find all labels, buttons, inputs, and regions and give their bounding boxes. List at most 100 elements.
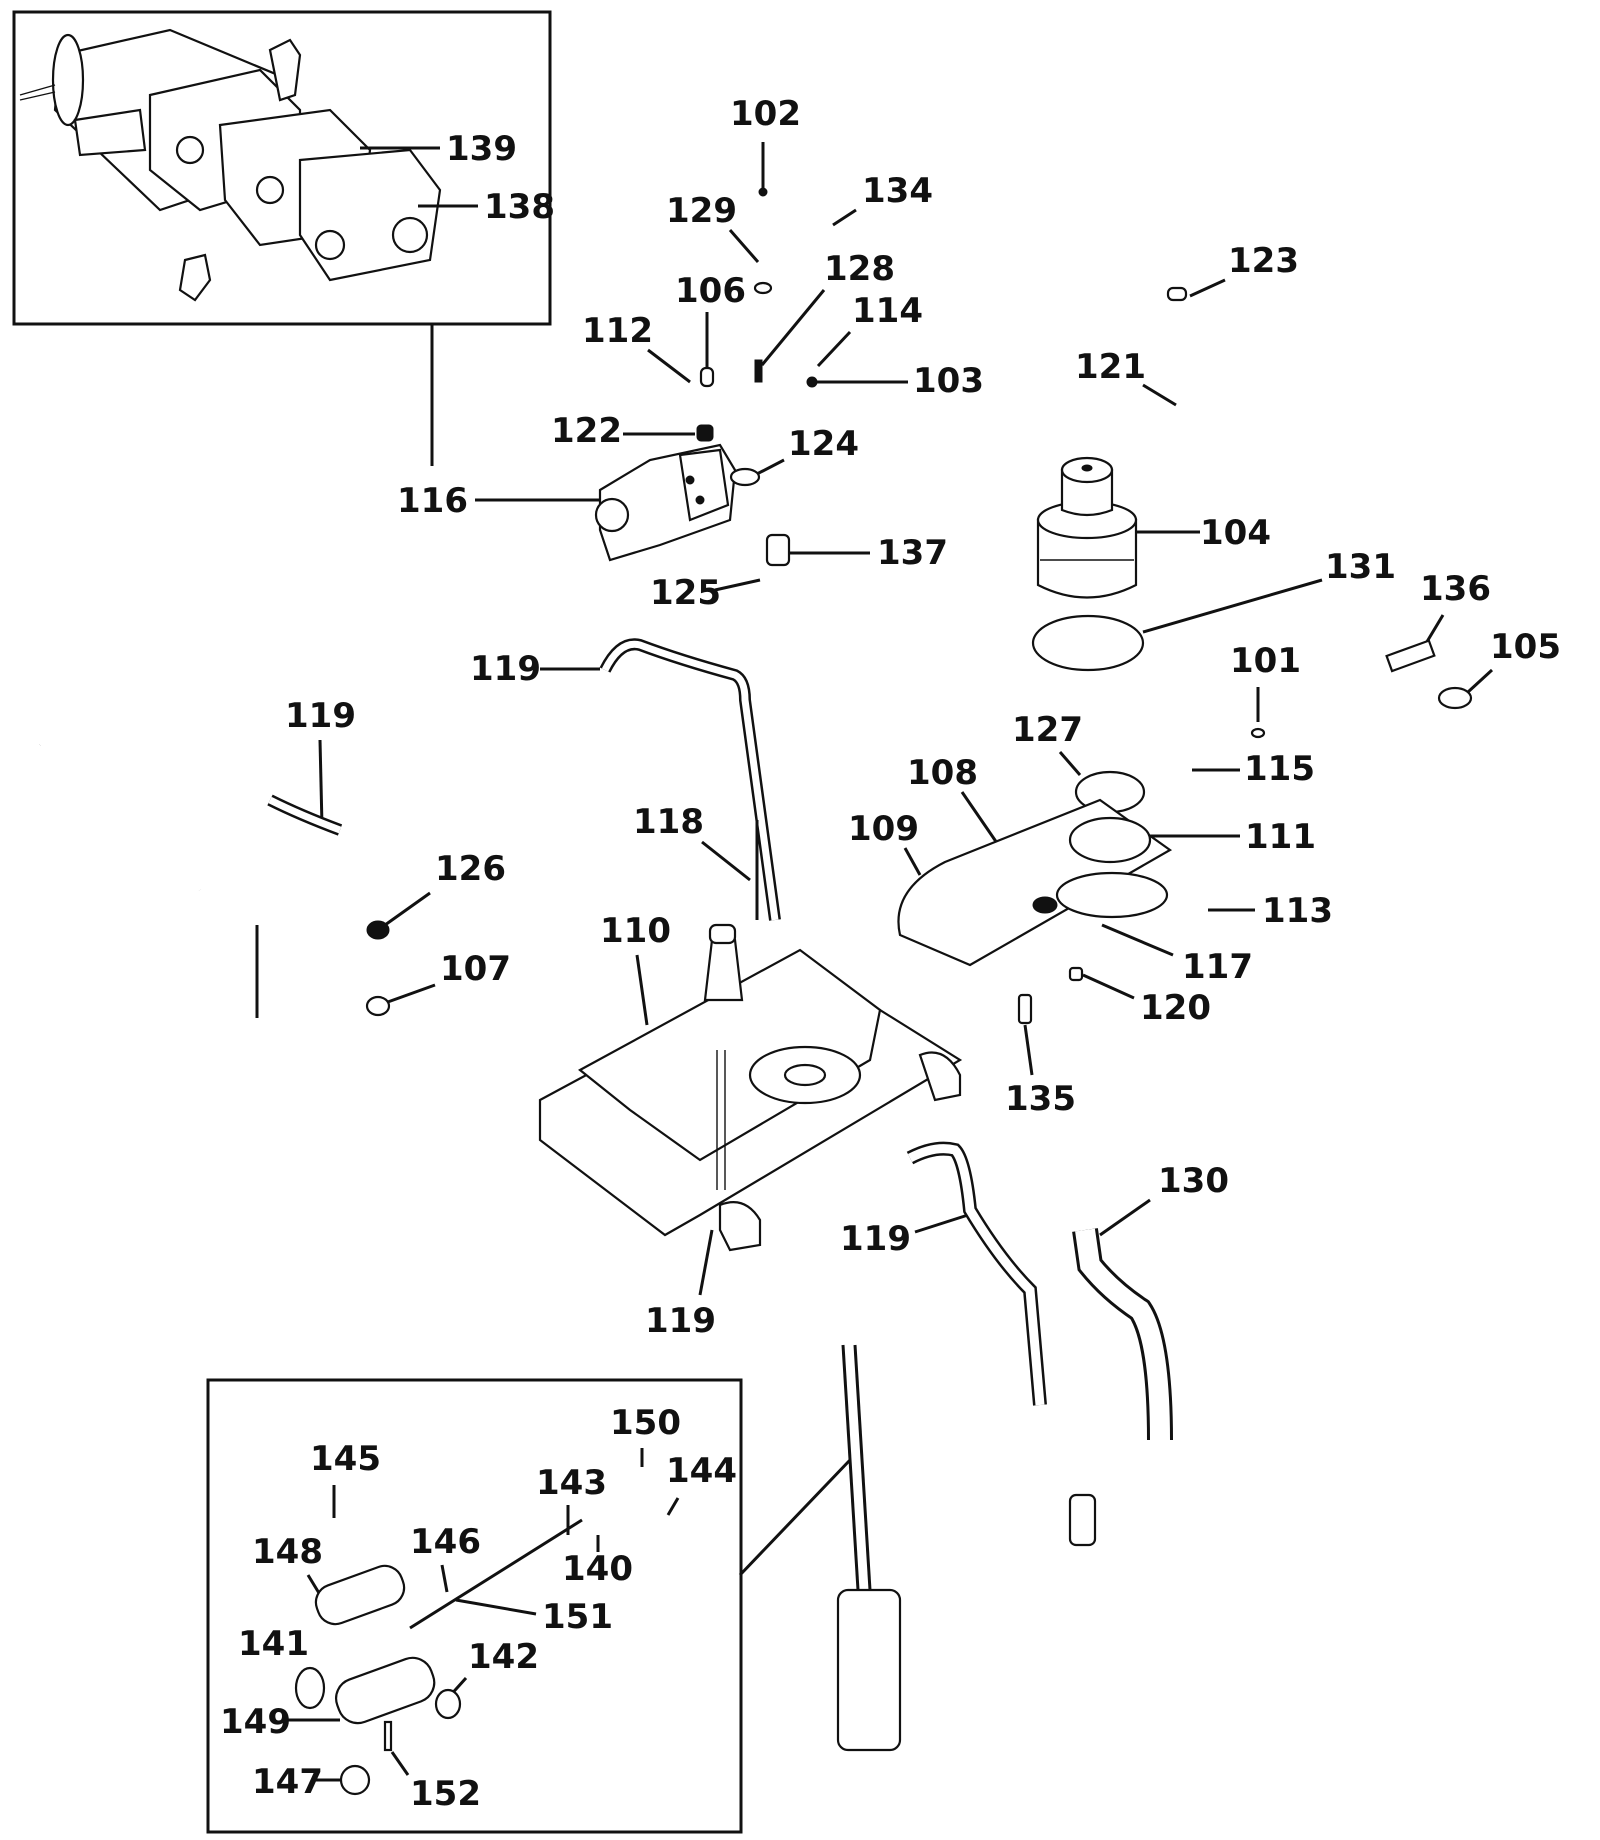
callout-120: 120 <box>1140 988 1211 1028</box>
callout-104: 104 <box>1200 513 1271 553</box>
callout-143: 143 <box>536 1463 607 1503</box>
callout-142: 142 <box>468 1637 539 1677</box>
callout-129: 129 <box>666 191 737 231</box>
rod-143 <box>409 1518 583 1630</box>
leader-126 <box>384 891 431 927</box>
leader-125 <box>714 578 761 592</box>
leader-117 <box>1101 923 1174 957</box>
callout-150: 150 <box>610 1403 681 1443</box>
leader-123 <box>1189 278 1226 298</box>
leader-119-d <box>698 1229 714 1296</box>
callout-141: 141 <box>238 1624 309 1664</box>
leader-152 <box>390 1751 410 1776</box>
callout-126: 126 <box>435 849 506 889</box>
grommet-126 <box>366 920 390 940</box>
pump-assembly-detail <box>19 28 442 302</box>
part-106 <box>699 366 715 388</box>
washer-101 <box>1250 727 1266 739</box>
leader-110 <box>635 954 649 1026</box>
callout-152: 152 <box>410 1774 481 1814</box>
callout-122: 122 <box>551 411 622 451</box>
leader-135 <box>1023 1024 1034 1076</box>
pin-152 <box>383 1720 393 1752</box>
leader-127 <box>1058 751 1082 776</box>
callout-102: 102 <box>730 94 801 134</box>
valve-part <box>1068 1493 1097 1547</box>
o-ring-141 <box>294 1666 326 1710</box>
callout-101: 101 <box>1230 641 1301 681</box>
leader-119-b <box>318 739 324 827</box>
leader-131 <box>1142 578 1323 634</box>
callout-130: 130 <box>1158 1161 1229 1201</box>
ring-105 <box>1437 686 1473 710</box>
callout-119-d: 119 <box>645 1301 716 1341</box>
callout-137: 137 <box>877 533 948 573</box>
leader-151 <box>455 1598 537 1616</box>
callout-139: 139 <box>446 129 517 169</box>
filter-inset-box <box>206 1378 743 1834</box>
callout-135: 135 <box>1005 1079 1076 1119</box>
callout-138: 138 <box>484 187 555 227</box>
callout-147: 147 <box>252 1762 323 1802</box>
cap-147 <box>339 1764 371 1796</box>
callout-106: 106 <box>675 271 746 311</box>
nut-107 <box>365 995 391 1017</box>
leader-146 <box>440 1564 449 1593</box>
leader-118 <box>701 840 751 882</box>
housing-149 <box>335 1656 436 1725</box>
part-122 <box>696 424 714 442</box>
mounting-plate-109 <box>897 798 1173 967</box>
leader-114 <box>816 330 852 368</box>
leader-112 <box>647 348 691 384</box>
callout-119-c: 119 <box>840 1219 911 1259</box>
leader-105 <box>1466 668 1494 694</box>
callout-125: 125 <box>650 573 721 613</box>
part-128 <box>754 359 763 383</box>
pump-116 <box>594 443 737 562</box>
leader-121 <box>1142 383 1177 407</box>
fitting-135 <box>1017 993 1033 1025</box>
wand-tube-edge <box>853 1344 872 1591</box>
callout-118: 118 <box>633 802 704 842</box>
callout-146: 146 <box>410 1522 481 1562</box>
callout-115: 115 <box>1244 749 1315 789</box>
callout-109: 109 <box>848 809 919 849</box>
callout-127: 127 <box>1012 710 1083 750</box>
filter-screen-148 <box>314 1564 406 1626</box>
gasket-131 <box>1031 614 1145 672</box>
callout-111: 111 <box>1245 817 1316 857</box>
callout-124: 124 <box>788 424 859 464</box>
callout-119-a: 119 <box>470 649 541 689</box>
callout-107: 107 <box>440 949 511 989</box>
callout-105: 105 <box>1490 627 1561 667</box>
filter-cartridge <box>836 1588 902 1752</box>
washer-129 <box>753 281 773 295</box>
callout-136: 136 <box>1420 569 1491 609</box>
callout-128: 128 <box>824 249 895 289</box>
ring-142 <box>434 1688 462 1720</box>
callout-145: 145 <box>310 1439 381 1479</box>
callout-151: 151 <box>542 1597 613 1637</box>
leader-120 <box>1082 973 1135 1000</box>
leader-wand-inset <box>738 1458 852 1577</box>
callout-149: 149 <box>220 1702 291 1742</box>
callout-112: 112 <box>582 311 653 351</box>
leader-128 <box>760 289 826 366</box>
callout-110: 110 <box>600 911 671 951</box>
wand-tube <box>841 1344 860 1591</box>
callout-114: 114 <box>852 291 923 331</box>
callout-148: 148 <box>252 1532 323 1572</box>
part-124 <box>729 467 761 487</box>
leader-134 <box>832 208 857 227</box>
terminal-136 <box>1385 639 1436 673</box>
callout-103: 103 <box>913 361 984 401</box>
callout-117: 117 <box>1182 947 1253 987</box>
callout-116: 116 <box>397 481 468 521</box>
part-137 <box>765 533 791 567</box>
leader-124 <box>754 458 785 477</box>
callout-140: 140 <box>562 1549 633 1589</box>
leader-107 <box>384 983 436 1005</box>
callout-123: 123 <box>1228 241 1299 281</box>
leader-109 <box>903 847 922 876</box>
